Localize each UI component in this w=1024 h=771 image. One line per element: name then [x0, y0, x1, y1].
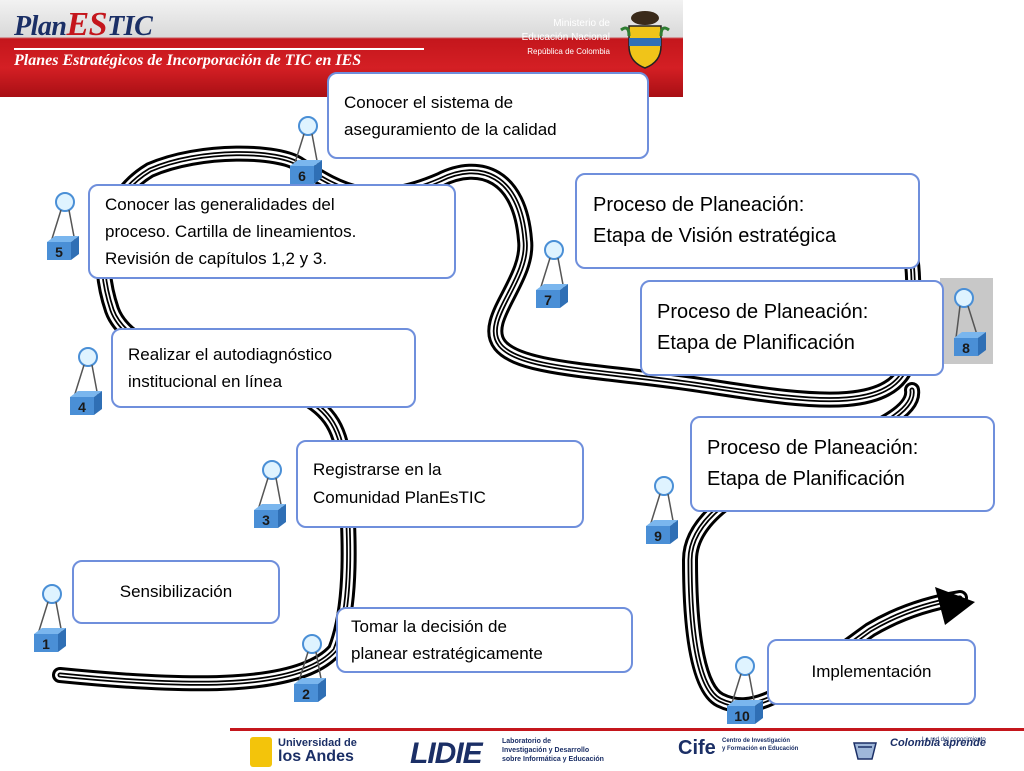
milestone-marker-6: 6	[286, 116, 326, 188]
ministry-label: Ministerio de Educación Nacional Repúbli…	[521, 18, 610, 56]
step-label: Sensibilización	[119, 582, 233, 601]
banner-subtitle: Planes Estratégicos de Incorporación de …	[14, 48, 424, 70]
step-label: Implementación	[811, 662, 932, 681]
milestone-marker-1: 1	[30, 584, 70, 656]
cife-logo: Cife	[678, 737, 716, 759]
milestone-number: 9	[654, 528, 662, 544]
step-label: Proceso de Planeación: Etapa de Planific…	[657, 301, 869, 354]
milestone-number: 8	[962, 340, 970, 356]
milestone-marker-9: 9	[642, 476, 682, 548]
step-label: Registrarse en la Comunidad PlanEsTIC	[313, 460, 486, 507]
milestone-marker-7: 7	[532, 240, 572, 312]
step-box-3: Registrarse en la Comunidad PlanEsTIC	[296, 440, 584, 528]
step-label: Realizar el autodiagnóstico instituciona…	[128, 345, 333, 391]
milestone-marker-2: 2	[290, 634, 330, 706]
milestone-marker-5: 5	[43, 192, 83, 264]
colombia-aprende-caption: La red del conocimiento	[922, 737, 986, 743]
milestone-number: 10	[734, 708, 750, 724]
step-box-5: Conocer las generalidades del proceso. C…	[88, 184, 456, 279]
header-banner: PlanESTIC Planes Estratégicos de Incorpo…	[0, 0, 683, 97]
cife-caption: Centro de Investigación y Formación en E…	[722, 738, 799, 752]
footer-logos: Universidad de los Andes LIDIE Laborator…	[230, 728, 1024, 771]
step-label: Conocer el sistema de aseguramiento de l…	[344, 92, 557, 139]
milestone-marker-8: 8	[950, 288, 990, 360]
step-label: Conocer las generalidades del proceso. C…	[105, 195, 357, 268]
step-box-2: Tomar la decisión de planear estratégica…	[336, 607, 633, 673]
step-label: Proceso de Planeación: Etapa de Visión e…	[593, 194, 837, 247]
step-label: Proceso de Planeación: Etapa de Planific…	[707, 437, 919, 490]
milestone-marker-10: 10	[723, 656, 763, 728]
step-box-10: Implementación	[767, 639, 976, 705]
milestone-number: 5	[55, 244, 63, 260]
uandes-shield-icon	[250, 737, 272, 767]
milestone-number: 3	[262, 512, 270, 528]
colombia-aprende-icon	[853, 742, 877, 760]
lidie-caption: Laboratorio de Investigación y Desarroll…	[502, 738, 604, 763]
milestone-number: 7	[544, 292, 552, 308]
lidie-logo: LIDIE	[410, 737, 483, 770]
colombia-crest-icon	[620, 11, 670, 69]
milestone-marker-3: 3	[250, 460, 290, 532]
milestone-number: 4	[78, 399, 86, 415]
step-box-4: Realizar el autodiagnóstico instituciona…	[111, 328, 416, 408]
milestone-number: 2	[302, 686, 310, 702]
colombia-aprende-logo: Colombia aprende	[890, 737, 986, 749]
planestic-logo: PlanESTIC	[14, 6, 153, 43]
milestone-number: 1	[42, 636, 50, 652]
milestone-marker-4: 4	[66, 347, 106, 419]
step-box-9: Proceso de Planeación: Etapa de Planific…	[690, 416, 995, 512]
step-box-7: Proceso de Planeación: Etapa de Visión e…	[575, 173, 920, 269]
step-label: Tomar la decisión de planear estratégica…	[351, 617, 543, 663]
step-box-8: Proceso de Planeación: Etapa de Planific…	[640, 280, 944, 376]
uandes-logo: Universidad de los Andes	[278, 737, 357, 765]
step-box-6: Conocer el sistema de aseguramiento de l…	[327, 72, 649, 159]
step-box-1: Sensibilización	[72, 560, 280, 624]
milestone-number: 6	[298, 168, 306, 184]
